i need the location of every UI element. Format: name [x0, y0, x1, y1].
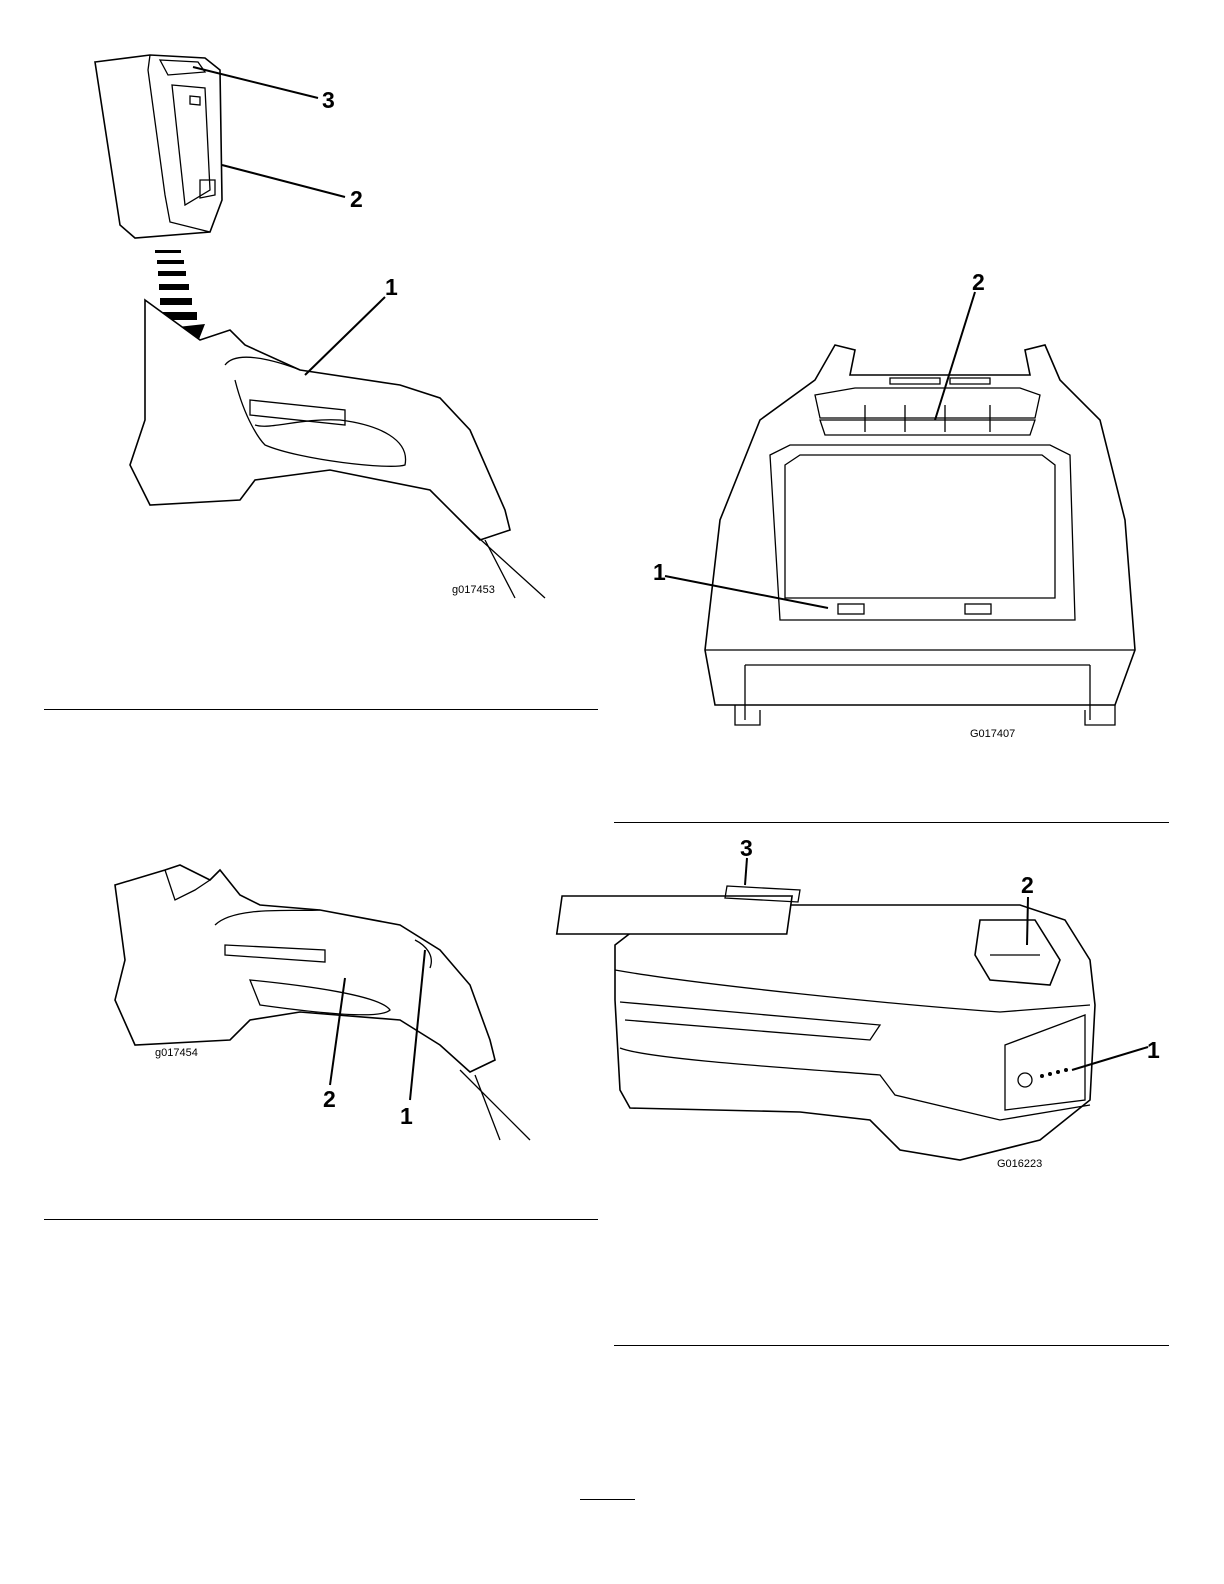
- callout-line-3: [745, 858, 747, 885]
- figure-code: g017453: [452, 584, 495, 596]
- figure-divider: [614, 822, 1169, 823]
- callout-2: 2: [972, 269, 985, 295]
- figure-divider: [44, 709, 598, 710]
- callout-1: 1: [653, 559, 666, 585]
- callout-1: 1: [400, 1103, 413, 1129]
- figure-charger: 1 2 G017407: [653, 269, 1135, 740]
- page-number-rule: [580, 1499, 635, 1500]
- callout-1: 1: [1147, 1037, 1160, 1063]
- callout-3: 3: [740, 835, 753, 861]
- figure-code: g017454: [155, 1047, 198, 1059]
- callout-1: 1: [385, 274, 398, 300]
- figure-divider: [44, 1219, 598, 1220]
- figure-divider: [614, 1345, 1169, 1346]
- callout-2: 2: [323, 1086, 336, 1112]
- callout-line-2: [222, 165, 345, 197]
- callout-2: 2: [350, 186, 363, 212]
- callout-2: 2: [1021, 872, 1034, 898]
- callout-line-1: [305, 297, 385, 375]
- callout-3: 3: [322, 87, 335, 113]
- figure-battery-into-handle: 3 2 1 g017453: [95, 55, 545, 598]
- figure-code: G017407: [970, 728, 1015, 740]
- figure-handle-with-lock: 2 1 g017454: [115, 865, 530, 1140]
- callout-line-2: [1027, 897, 1028, 945]
- battery-illustration: [95, 55, 222, 238]
- figure-battery-pack: 3 2 1 G016223: [557, 835, 1160, 1170]
- figure-code: G016223: [997, 1158, 1042, 1170]
